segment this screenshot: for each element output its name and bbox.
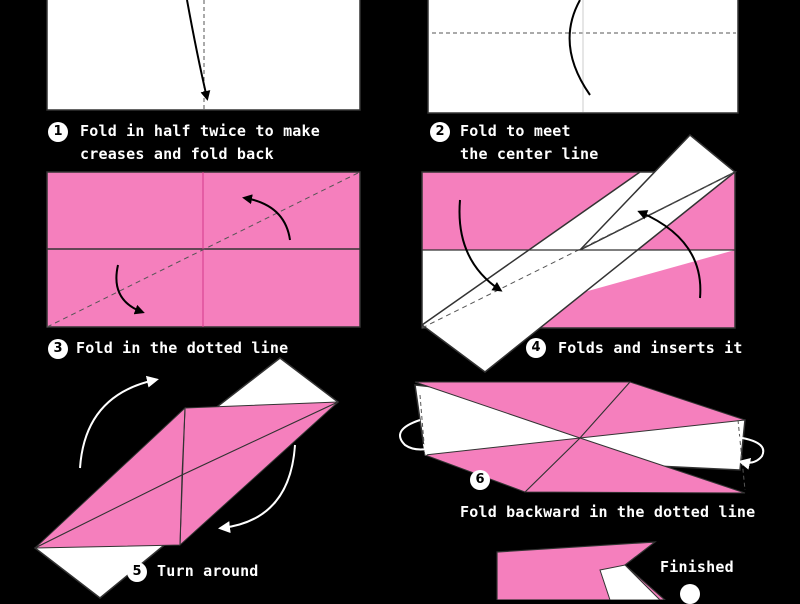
curved-arrow-icon [186, 0, 211, 101]
step-1-caption-line-2: creases and fold back [80, 145, 274, 163]
curved-arrow-icon [637, 210, 702, 299]
step-1-caption-line-1: Fold in half twice to make [80, 122, 320, 140]
step-4-badge: 4 [526, 338, 546, 358]
step-7-badge [680, 584, 700, 604]
step-6-pink-right [578, 381, 746, 439]
curved-arrow-icon [458, 199, 503, 292]
turn-around-arrow-icon [79, 375, 159, 469]
step-6-figure [399, 381, 765, 494]
turn-around-arrow-icon [218, 444, 296, 534]
finished-figure [496, 541, 667, 601]
curved-arrow-icon [568, 0, 591, 96]
step-4-figure [420, 133, 738, 373]
finished-white-flap [599, 564, 662, 601]
fold-back-arrow-icon [399, 419, 436, 456]
step-4-caption: Folds and inserts it [558, 339, 743, 357]
step-1-badge: 1 [48, 122, 68, 142]
curved-arrow-icon [115, 264, 145, 315]
fold-back-arrow-icon [727, 435, 765, 470]
step-5-figure [33, 357, 340, 599]
step-2-caption-line-2: the center line [460, 145, 599, 163]
step-3-dotted-line [46, 171, 361, 328]
step-2-caption-line-1: Fold to meet [460, 122, 571, 140]
step-1-figure [46, 0, 361, 111]
step-6-caption: Fold backward in the dotted line [460, 503, 756, 521]
step-2-figure [427, 0, 739, 114]
step-3-caption: Fold in the dotted line [76, 339, 289, 357]
step-5-crease [179, 407, 186, 546]
step-6-dotted-line-right [737, 419, 746, 491]
step-3-badge: 3 [48, 339, 68, 359]
step-5-badge: 5 [127, 562, 147, 582]
step-3-figure [46, 171, 361, 328]
curved-arrow-icon [242, 194, 291, 241]
step-5-caption: Turn around [157, 562, 259, 580]
step-6-badge: 6 [470, 470, 490, 490]
step-2-badge: 2 [430, 122, 450, 142]
finished-caption: Finished [660, 558, 734, 576]
